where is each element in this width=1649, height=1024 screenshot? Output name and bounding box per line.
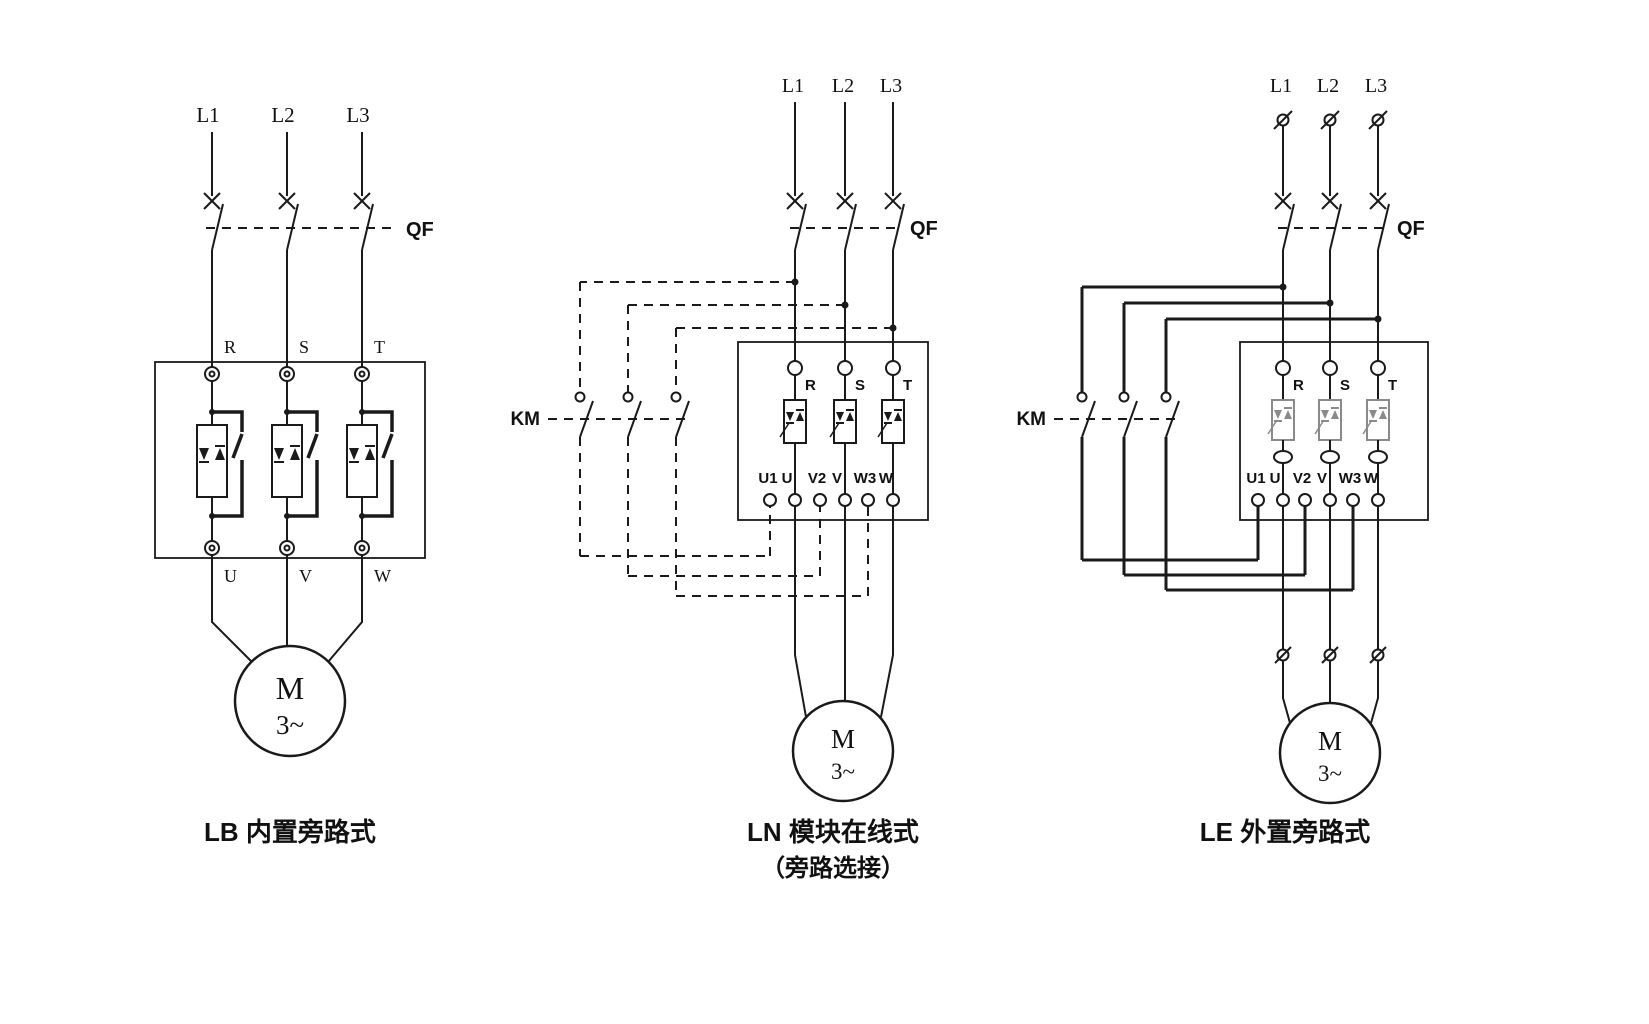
le-terminal-label-v2: V2 [1293, 470, 1311, 487]
le-bottom-terminals [1274, 646, 1387, 664]
lb-thyristor-module-1 [196, 409, 244, 541]
lb-phase-label-l2: L2 [271, 103, 294, 127]
lb-thyristor-module-3 [346, 409, 394, 541]
le-terminal-label-v: V [1317, 470, 1327, 487]
ln-caption: LN 模块在线式 [747, 817, 919, 847]
le-terminal-label-w3: W3 [1339, 470, 1362, 487]
lb-motor-phases: 3~ [276, 710, 304, 740]
diagram-ln: L1 L2 L3 QF KM R S T U1 U V2 V W3 W M 3~… [510, 75, 937, 882]
ln-terminal-label-u: U [782, 470, 793, 487]
ln-motor-letter: M [831, 724, 855, 754]
ln-phase-label-l2: L2 [832, 75, 854, 97]
ln-terminal-label-s: S [855, 377, 865, 394]
le-thyristor-module-2 [1314, 399, 1342, 441]
le-thyristor-module-1 [1267, 399, 1295, 441]
le-supply-lines [1273, 110, 1390, 361]
le-terminal-label-w: W [1364, 470, 1379, 487]
le-input-terminals [1275, 360, 1386, 400]
ln-terminal-label-v: V [832, 470, 842, 487]
lb-bypass-loop-3 [362, 410, 394, 518]
breaker-blades [1282, 203, 1390, 251]
ln-thyristor-module-3 [877, 399, 905, 494]
le-output-terminals [1251, 493, 1385, 507]
le-motor-circle [1278, 701, 1382, 805]
ln-bypass-wiring [548, 281, 893, 597]
lb-terminal-label-w: W [374, 566, 391, 586]
lb-bypass-loop-2 [287, 410, 319, 518]
le-motor-phases: 3~ [1318, 761, 1342, 786]
le-bypass-wiring [1080, 285, 1378, 592]
le-terminal-label-u1: U1 [1246, 470, 1265, 487]
le-caption: LE 外置旁路式 [1200, 817, 1370, 847]
ln-terminal-label-w3: W3 [854, 470, 877, 487]
ln-terminal-label-u1: U1 [758, 470, 777, 487]
ln-phase-label-l3: L3 [880, 75, 902, 97]
ln-terminal-label-r: R [805, 377, 816, 394]
breaker-contact-marks [1274, 192, 1387, 210]
ln-terminal-label-w: W [879, 470, 894, 487]
lb-thyristor-module-2 [271, 409, 319, 541]
breaker-blades [794, 203, 905, 251]
breaker-contact-marks [786, 192, 902, 210]
ln-km-contactor [574, 391, 690, 438]
ln-input-terminals [787, 360, 901, 400]
lb-output-terminals [204, 540, 370, 556]
ln-supply-lines [786, 102, 905, 361]
lb-supply-lines [203, 132, 398, 367]
diagram-le: L1 L2 L3 QF KM R S T U1 U V2 V W3 W M 3~… [1016, 75, 1429, 847]
ln-terminal-label-v2: V2 [808, 470, 826, 487]
le-contactor-label: KM [1016, 409, 1046, 430]
ln-terminal-label-t: T [903, 377, 912, 394]
diagram-lb: L1 L2 L3 QF R S T U V W M 3~ LB 内置旁路式 [154, 103, 434, 847]
le-terminal-label-r: R [1293, 377, 1304, 394]
ln-contactor-label: KM [510, 409, 540, 430]
lb-terminal-label-v: V [299, 566, 312, 586]
le-phase-label-l3: L3 [1365, 75, 1387, 97]
lb-phase-label-l1: L1 [196, 103, 219, 127]
lb-phase-label-l3: L3 [346, 103, 369, 127]
le-motor-wiring [1274, 506, 1387, 724]
lb-motor-wiring [211, 555, 363, 663]
le-top-terminals [1273, 110, 1388, 130]
lb-motor-circle [233, 644, 347, 758]
ln-output-terminals [763, 493, 900, 507]
le-km-contactor [1054, 391, 1182, 438]
le-terminal-label-t: T [1388, 377, 1397, 394]
breaker-contact-marks [203, 192, 371, 210]
lb-terminal-label-u: U [224, 566, 237, 586]
ln-motor-phases: 3~ [831, 759, 855, 784]
lb-terminal-label-t: T [374, 337, 385, 357]
le-motor-letter: M [1318, 726, 1342, 756]
ln-phase-label-l1: L1 [782, 75, 804, 97]
lb-softstarter-box [154, 361, 426, 559]
ln-thyristor-module-2 [829, 399, 857, 494]
le-breaker-label: QF [1397, 218, 1425, 240]
ln-thyristor-module-1 [779, 399, 807, 494]
ln-motor-wiring [794, 506, 894, 718]
le-current-sensors [1273, 440, 1388, 494]
lb-terminal-label-r: R [224, 337, 236, 357]
le-softstarter-box [1239, 341, 1429, 521]
lb-input-terminals [204, 366, 370, 425]
le-phase-label-l1: L1 [1270, 75, 1292, 97]
le-phase-label-l2: L2 [1317, 75, 1339, 97]
lb-motor-letter: M [276, 670, 304, 706]
le-terminal-label-u: U [1270, 470, 1281, 487]
ln-caption-sub: （旁路选接） [761, 854, 905, 882]
le-terminal-label-s: S [1340, 377, 1350, 394]
ln-softstarter-box [737, 341, 929, 521]
le-thyristor-module-3 [1362, 399, 1390, 441]
ln-breaker-label: QF [910, 218, 938, 240]
lb-bypass-loop-1 [212, 410, 244, 518]
lb-caption: LB 内置旁路式 [204, 817, 376, 847]
lb-breaker-label: QF [406, 219, 434, 241]
lb-terminal-label-s: S [299, 337, 309, 357]
ln-motor-circle [791, 699, 895, 803]
